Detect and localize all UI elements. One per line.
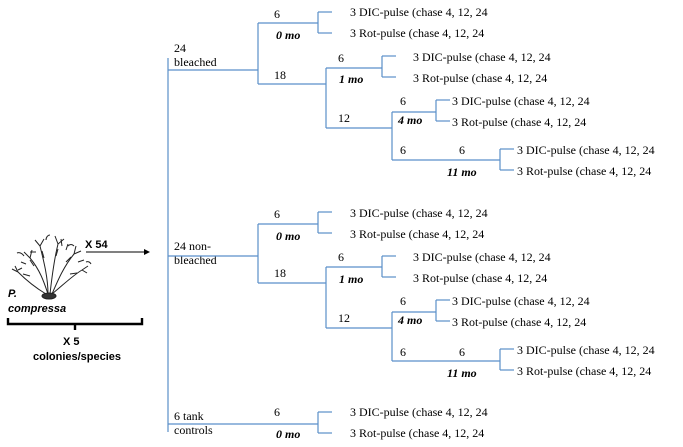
- leaf-rot-pulse: 3 Rot-pulse (chase 4, 12, 24: [452, 315, 586, 329]
- leaf-rot-pulse: 3 Rot-pulse (chase 4, 12, 24: [452, 115, 586, 129]
- leaf-dic-pulse: 3 DIC-pulse (chase 4, 12, 24: [517, 143, 655, 157]
- treatment-label-line2: bleached: [174, 55, 217, 69]
- treatment-label-line1: 6 tank: [174, 409, 204, 423]
- leaf-dic-pulse: 3 DIC-pulse (chase 4, 12, 24: [452, 294, 590, 308]
- leaf-dic-pulse: 3 DIC-pulse (chase 4, 12, 24: [413, 250, 551, 264]
- treatment-label-line2: bleached: [174, 253, 217, 267]
- leaf-rot-pulse: 3 Rot-pulse (chase 4, 12, 24: [350, 26, 484, 40]
- time-label: 11 mo: [447, 366, 477, 380]
- species-name-line1: P.: [8, 288, 17, 300]
- count-label: 6: [400, 94, 406, 108]
- count-label: 6: [459, 345, 465, 359]
- treatment-label-line1: 24 non-: [174, 239, 211, 253]
- leaf-rot-pulse: 3 Rot-pulse (chase 4, 12, 24: [350, 227, 484, 241]
- treatment-bleached: 24 bleached 6 0 mo 3 DIC-pulse (chase 4,…: [168, 5, 655, 179]
- time-label: 4 mo: [397, 313, 422, 327]
- time-label: 0 mo: [276, 28, 300, 42]
- time-label: 4 mo: [397, 113, 422, 127]
- count-label: 12: [338, 311, 350, 325]
- species-name-line2: compressa: [8, 303, 66, 315]
- leaf-dic-pulse: 3 DIC-pulse (chase 4, 12, 24: [413, 50, 551, 64]
- time-label: 1 mo: [339, 72, 363, 86]
- time-label: 0 mo: [276, 427, 300, 441]
- count-label: 6: [274, 7, 280, 21]
- leaf-rot-pulse: 3 Rot-pulse (chase 4, 12, 24: [517, 164, 651, 178]
- leaf-dic-pulse: 3 DIC-pulse (chase 4, 12, 24: [517, 343, 655, 357]
- count-label: 6: [400, 143, 406, 157]
- count-label: 6: [338, 250, 344, 264]
- treatment-label-line1: 24: [174, 41, 186, 55]
- colonies-label: colonies/species: [33, 351, 121, 363]
- treatment-label-line2: controls: [174, 423, 213, 437]
- leaf-dic-pulse: 3 DIC-pulse (chase 4, 12, 24: [350, 206, 488, 220]
- colonies-brace: [6, 318, 144, 326]
- multiplier-label: X 54: [85, 239, 109, 251]
- count-label: 18: [274, 266, 286, 280]
- colonies-count: X 5: [63, 336, 80, 348]
- time-label: 0 mo: [276, 229, 300, 243]
- leaf-rot-pulse: 3 Rot-pulse (chase 4, 12, 24: [517, 364, 651, 378]
- time-label: 11 mo: [447, 165, 477, 179]
- count-label: 18: [274, 68, 286, 82]
- treatment-tank-controls: 6 tank controls 6 0 mo 3 DIC-pulse (chas…: [168, 405, 488, 441]
- leaf-dic-pulse: 3 DIC-pulse (chase 4, 12, 24: [350, 5, 488, 19]
- coral-icon: [11, 234, 92, 300]
- treatment-non-bleached: 24 non- bleached 6 0 mo 3 DIC-pulse (cha…: [168, 206, 655, 380]
- leaf-rot-pulse: 3 Rot-pulse (chase 4, 12, 24: [413, 271, 547, 285]
- time-label: 1 mo: [339, 272, 363, 286]
- leaf-rot-pulse: 3 Rot-pulse (chase 4, 12, 24: [350, 426, 484, 440]
- count-label: 12: [338, 111, 350, 125]
- arrow-head: [144, 249, 150, 255]
- leaf-dic-pulse: 3 DIC-pulse (chase 4, 12, 24: [350, 405, 488, 419]
- count-label: 6: [274, 207, 280, 221]
- count-label: 6: [400, 345, 406, 359]
- count-label: 6: [274, 405, 280, 419]
- count-label: 6: [338, 51, 344, 65]
- count-label: 6: [400, 294, 406, 308]
- leaf-rot-pulse: 3 Rot-pulse (chase 4, 12, 24: [413, 71, 547, 85]
- leaf-dic-pulse: 3 DIC-pulse (chase 4, 12, 24: [452, 94, 590, 108]
- count-label: 6: [459, 143, 465, 157]
